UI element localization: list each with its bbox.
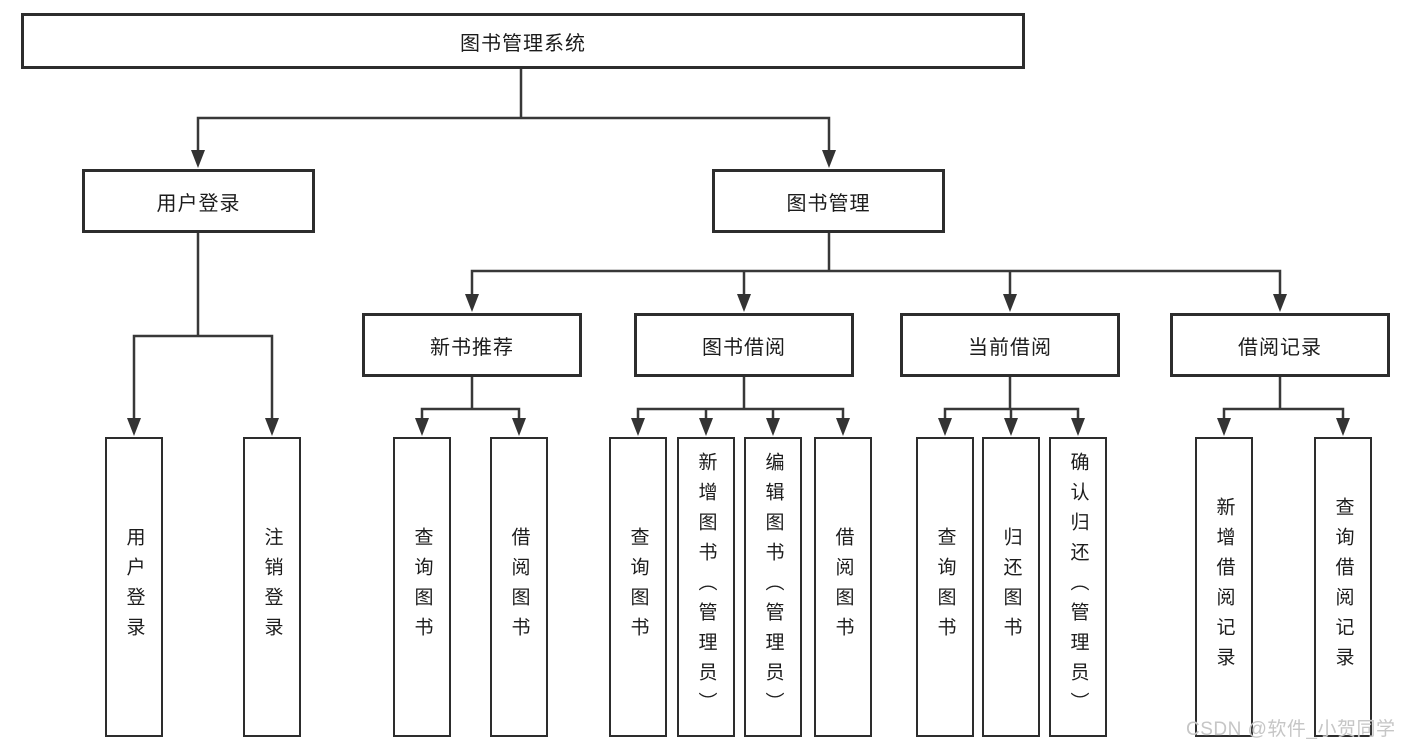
node-label: 编辑图书（管理员） [762,452,784,722]
tree-connector-paths [132,67,1345,421]
node-library-management-system: 图书管理系统 [21,13,1025,69]
node-label: 确认归还（管理员） [1067,452,1089,722]
node-new-book-recommend: 新书推荐 [362,313,582,377]
leaf-logout: 注销登录 [243,437,301,737]
leaf-query-borrow-record: 查询借阅记录 [1314,437,1372,737]
csdn-watermark: CSDN @软件_小贺同学 [1186,719,1396,740]
node-label: 图书管理系统 [460,32,586,55]
node-label: 用户登录 [156,192,241,215]
node-label: 借阅图书 [508,527,530,647]
node-borrowing-records: 借阅记录 [1170,313,1390,377]
leaf-borrow-books-borrowing: 借阅图书 [814,437,872,737]
node-current-borrowing: 当前借阅 [900,313,1120,377]
node-label: 归还图书 [1000,527,1022,647]
node-label: 查询图书 [627,527,649,647]
leaf-query-books-current: 查询图书 [916,437,974,737]
node-label: 图书管理 [786,192,871,215]
node-label: 借阅图书 [832,527,854,647]
node-label: 新增图书（管理员） [695,452,717,722]
node-label: 查询借阅记录 [1332,497,1354,677]
leaf-add-book-admin: 新增图书（管理员） [677,437,735,737]
leaf-add-borrow-record: 新增借阅记录 [1195,437,1253,737]
node-user-login: 用户登录 [82,169,315,233]
node-label: 查询图书 [934,527,956,647]
node-label: 查询图书 [411,527,433,647]
node-label: 新书推荐 [430,336,514,359]
leaf-user-login: 用户登录 [105,437,163,737]
node-label: 当前借阅 [968,336,1052,359]
leaf-edit-book-admin: 编辑图书（管理员） [744,437,802,737]
node-label: 新增借阅记录 [1213,497,1235,677]
node-book-borrowing: 图书借阅 [634,313,854,377]
leaf-query-books-borrowing: 查询图书 [609,437,667,737]
leaf-borrow-books-recommend: 借阅图书 [490,437,548,737]
leaf-return-book: 归还图书 [982,437,1040,737]
leaf-query-books-recommend: 查询图书 [393,437,451,737]
node-label: 图书借阅 [702,336,786,359]
node-label: 注销登录 [261,527,283,647]
node-label: 借阅记录 [1238,336,1322,359]
node-label: 用户登录 [123,527,145,647]
node-book-management: 图书管理 [712,169,945,233]
leaf-confirm-return-admin: 确认归还（管理员） [1049,437,1107,737]
